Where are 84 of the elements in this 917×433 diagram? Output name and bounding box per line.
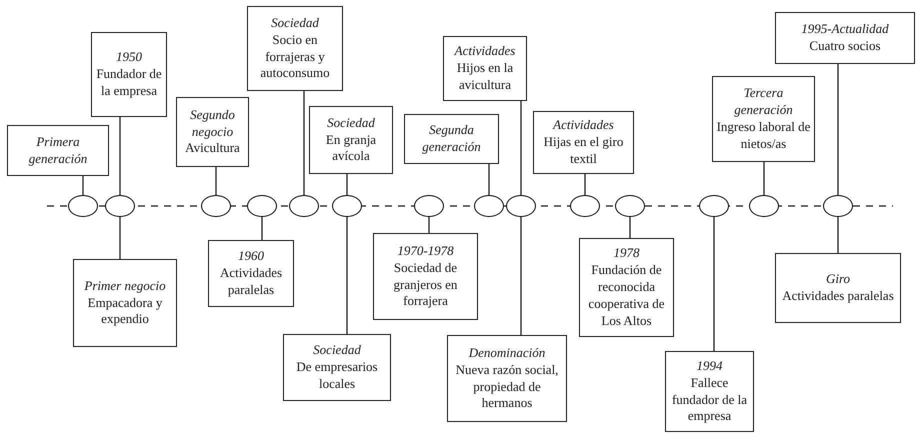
event-heading: 1960 — [238, 248, 264, 266]
timeline-ellipse — [68, 195, 98, 217]
event-description: Socio en forrajeras y autoconsumo — [259, 32, 331, 82]
event-box — [443, 36, 527, 101]
connector-line — [346, 174, 348, 195]
event-box — [775, 253, 901, 323]
event-heading: 1994 — [696, 358, 722, 375]
event-box — [665, 351, 754, 432]
event-heading: Sociedad — [271, 14, 319, 32]
timeline-ellipse — [823, 195, 853, 217]
timeline-ellipse — [414, 195, 444, 217]
connector-line — [629, 217, 631, 238]
event-description: Hijas en el giro textil — [542, 134, 624, 168]
event-box — [176, 97, 249, 167]
event-heading: Segunda generación — [421, 122, 482, 156]
event-description: Fundador de la empresa — [95, 66, 163, 100]
event-box — [533, 111, 634, 174]
event-box — [208, 240, 294, 307]
event-box — [712, 76, 815, 162]
event-box — [91, 32, 167, 117]
event-heading: 1995-Actualidad — [801, 21, 889, 38]
event-description: Actividades paralelas — [218, 265, 284, 299]
event-box — [73, 259, 177, 347]
connector-line — [82, 176, 84, 195]
connector-line — [488, 164, 490, 195]
timeline-ellipse — [105, 195, 135, 217]
event-box — [447, 335, 567, 422]
event-heading: Primera generación — [28, 134, 88, 168]
event-heading: Actividades — [454, 43, 516, 60]
event-description: Cuatro socios — [809, 38, 881, 55]
connector-line — [584, 174, 586, 195]
event-box — [579, 238, 674, 337]
event-heading: Giro — [826, 271, 850, 288]
event-description: Fundación de reconocida cooperativa de Los Altos — [587, 262, 666, 330]
event-heading: 1970-1978 — [397, 242, 454, 260]
timeline-ellipse — [615, 195, 645, 217]
connector-line — [520, 101, 522, 195]
timeline-ellipse — [474, 195, 504, 217]
connector-line — [261, 217, 263, 240]
event-heading: Primer negocio — [84, 278, 166, 295]
event-description: Hijos en la avicultura — [456, 60, 514, 94]
event-heading: Denominación — [468, 344, 546, 362]
event-heading: 1978 — [614, 245, 640, 262]
timeline-ellipse — [289, 195, 319, 217]
connector-line — [520, 217, 522, 335]
connector-line — [119, 117, 121, 195]
event-description: De empresarios locales — [295, 359, 379, 393]
timeline-ellipse — [699, 195, 729, 217]
connector-line — [346, 217, 348, 334]
timeline-ellipse — [332, 195, 362, 217]
event-heading: Sociedad — [313, 342, 361, 360]
event-heading: Segundo negocio — [189, 106, 236, 140]
event-box — [373, 233, 478, 320]
event-description: En granja avícola — [324, 132, 378, 166]
event-box — [775, 12, 915, 64]
event-description: Sociedad de granjeros en forrajera — [392, 260, 458, 310]
timeline-ellipse — [749, 195, 779, 217]
timeline-ellipse — [570, 195, 600, 217]
timeline-ellipse — [247, 195, 277, 217]
timeline-ellipse — [506, 195, 536, 217]
connector-line — [428, 217, 430, 233]
timeline-ellipse — [201, 195, 231, 217]
event-description: Actividades paralelas — [782, 288, 894, 305]
event-heading: 1950 — [116, 49, 142, 66]
connector-line — [119, 217, 121, 259]
event-box — [7, 125, 109, 176]
connector-line — [713, 217, 715, 351]
event-box — [309, 106, 393, 174]
connector-line — [837, 217, 839, 253]
event-description: Nueva razón social, propiedad de hermanos — [454, 362, 560, 412]
connector-line — [763, 162, 765, 195]
connector-line — [303, 91, 305, 195]
event-description: Avicultura — [185, 140, 240, 158]
event-description: Fallece fundador de la empresa — [670, 374, 748, 426]
connector-line — [215, 167, 217, 195]
connector-line — [837, 64, 839, 195]
event-box — [404, 114, 499, 164]
event-heading: Sociedad — [327, 114, 375, 132]
event-description: Ingreso laboral de nietos/as — [716, 119, 811, 153]
event-heading: Actividades — [553, 117, 614, 134]
event-heading: Tercera generación — [733, 85, 794, 119]
event-box — [247, 6, 343, 91]
event-description: Empacadora y expendio — [86, 294, 164, 328]
event-box — [283, 334, 391, 401]
